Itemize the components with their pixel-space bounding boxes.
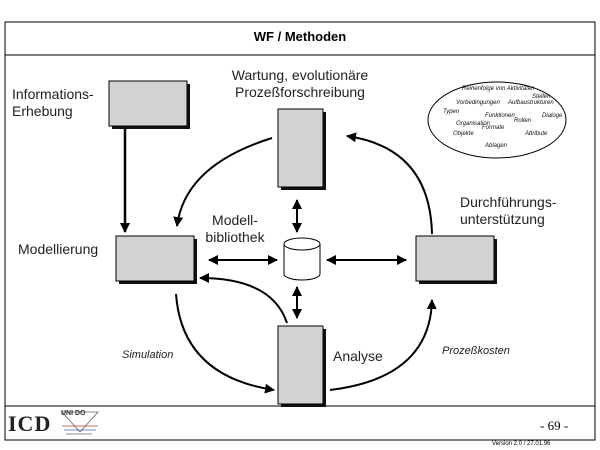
term-typen: Typen (443, 109, 460, 115)
label-modell-line1: Modell- (212, 212, 258, 228)
term-ablagen: Ablagen (485, 143, 508, 149)
label-wartung: Wartung, evolutionäre Prozeßforschreibun… (200, 67, 400, 101)
term-attribute: Attribute (525, 131, 548, 137)
term-vorbedingungen: Vorbedingungen (456, 100, 500, 106)
label-modell-line2: bibliothek (205, 229, 265, 245)
term-organisation: Organisation (456, 121, 491, 127)
box-wartung (277, 108, 326, 190)
term-funktionen: Funktionen (485, 113, 515, 119)
label-durchfuehrung-line1: Durchführungs- (460, 194, 557, 210)
box-durchfuehrung (415, 235, 497, 284)
slide-frame (4, 21, 596, 441)
unido-logo: UNI DO (61, 410, 86, 417)
arrow-wartung-modellierung (173, 137, 273, 227)
box-modellierung (115, 235, 197, 284)
database-cylinder-icon (283, 237, 321, 281)
term-objekte: Objekte (453, 131, 474, 137)
arrow-durchfuehrung-wartung (346, 132, 433, 235)
icd-logo: ICD (8, 411, 52, 436)
label-wartung-line2: Prozeßforschreibung (235, 84, 365, 100)
term-stellen: Stellen (532, 94, 551, 100)
label-durchfuehrung: Durchführungs- unterstützung (460, 194, 557, 228)
arrow-modellierung-analyse (175, 293, 275, 394)
label-informations-line1: Informations- (12, 86, 94, 102)
box-analyse (277, 325, 326, 407)
label-durchfuehrung-line2: unterstützung (460, 211, 545, 227)
arrow-analyse-durchfuehrung (329, 299, 437, 391)
terms-ellipse (427, 81, 567, 159)
label-informations-erhebung: Informations- Erhebung (12, 86, 94, 120)
label-analyse: Analyse (333, 348, 383, 364)
arrow-analyse-modellierung (199, 273, 288, 324)
term-rollen: Rollen (514, 118, 532, 124)
box-informations-erhebung (108, 80, 190, 129)
label-informations-line2: Erhebung (12, 103, 73, 119)
label-simulation: Simulation (122, 349, 174, 361)
version-text: Version 2.0 / 27.01.96 (492, 441, 551, 447)
label-modellierung: Modellierung (18, 241, 99, 257)
page-title: WF / Methoden (253, 29, 347, 44)
term-reihenfolge: Reihenfolge von Aktivitäten (462, 86, 535, 92)
term-dialoge: Dialoge (542, 113, 563, 119)
label-prozesskosten: Prozeßkosten (442, 345, 510, 357)
term-formate: Formate (482, 125, 505, 131)
label-modell-bibliothek: Modell- bibliothek (204, 212, 266, 246)
label-wartung-line1: Wartung, evolutionäre (231, 67, 369, 83)
unido-logo-mark (61, 411, 99, 435)
term-aufbaustrukturen: Aufbaustrukturen (508, 100, 554, 106)
page-number: - 69 - (540, 418, 569, 433)
